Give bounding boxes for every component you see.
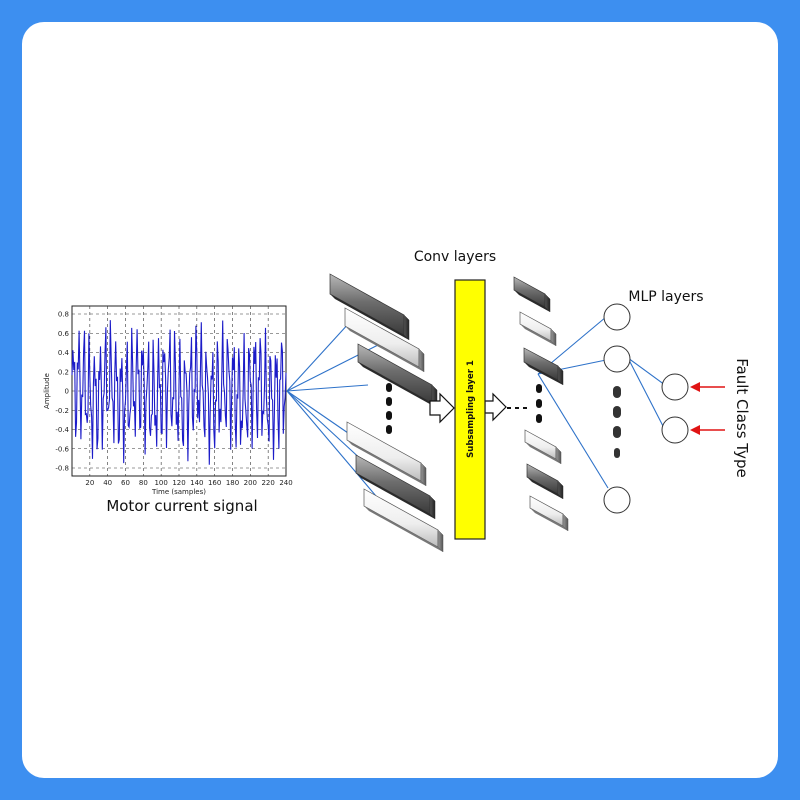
output-neuron xyxy=(661,416,689,444)
feature-map-light xyxy=(519,311,557,347)
connector-line xyxy=(286,384,369,392)
signal-caption: Motor current signal xyxy=(106,497,257,515)
red-left-arrow-icon xyxy=(690,382,725,392)
y-tick-label: 0.8 xyxy=(58,311,69,319)
mlp-neuron xyxy=(603,345,631,373)
red-left-arrow-icon xyxy=(690,425,725,435)
subsampling-layer-label: Subsampling layer 1 xyxy=(466,360,476,458)
feature-map-light xyxy=(529,495,569,532)
x-tick-label: 140 xyxy=(190,479,203,487)
y-tick-label: -0.6 xyxy=(55,445,69,453)
feature-map-light xyxy=(363,488,444,553)
feature-map-light xyxy=(524,429,562,465)
y-tick-label: -0.4 xyxy=(55,426,69,434)
y-tick-label: 0 xyxy=(65,388,69,396)
y-axis-label: Amplitude xyxy=(43,373,51,409)
mlp-layers-label: MLP layers xyxy=(628,289,703,305)
vertical-ellipsis-icon xyxy=(386,383,392,434)
feature-map-dark xyxy=(329,273,410,341)
x-tick-label: 160 xyxy=(208,479,221,487)
connector-line xyxy=(627,357,665,429)
output-neuron xyxy=(661,373,689,401)
x-tick-label: 120 xyxy=(172,479,185,487)
feature-map-light xyxy=(344,307,425,373)
mlp-neuron xyxy=(603,486,631,514)
hollow-right-arrow-icon xyxy=(484,392,507,422)
subsampling-layer: Subsampling layer 1 xyxy=(454,279,486,540)
connector-line xyxy=(286,321,351,392)
signal-plot: 0.8 0.6 0.4 0.2 0 -0.2 -0.4 -0.6 -0.8 20 40 60 80 10… xyxy=(43,305,293,515)
y-tick-labels: 0.8 0.6 0.4 0.2 0 -0.2 -0.4 -0.6 -0.8 xyxy=(55,311,69,473)
feature-map-dark xyxy=(355,454,436,520)
mlp-neurons xyxy=(603,303,689,514)
x-tick-label: 20 xyxy=(85,479,94,487)
x-axis-label: Time (samples) xyxy=(151,488,206,496)
y-tick-label: -0.2 xyxy=(55,407,69,415)
conv-feature-maps xyxy=(329,273,444,553)
feature-map-dark xyxy=(523,347,564,386)
x-tick-label: 200 xyxy=(244,479,257,487)
vertical-ellipsis-icon xyxy=(613,386,621,458)
vertical-ellipsis-icon xyxy=(536,384,542,423)
feature-map-dark xyxy=(526,463,564,500)
second-feature-maps xyxy=(513,276,569,532)
hollow-right-arrow-icon xyxy=(429,392,455,424)
connector-line xyxy=(537,373,609,489)
fault-class-type-label: Fault Class Type xyxy=(733,358,751,477)
x-tick-labels: 20 40 60 80 100 120 140 160 180 200 220 240 xyxy=(85,479,292,487)
x-tick-label: 180 xyxy=(226,479,239,487)
y-tick-label: 0.2 xyxy=(58,368,69,376)
y-tick-label: 0.6 xyxy=(58,330,70,338)
conv-layers-label: Conv layers xyxy=(414,249,496,265)
x-tick-label: 240 xyxy=(279,479,292,487)
connector-line xyxy=(627,357,666,386)
y-tick-label: 0.4 xyxy=(58,349,70,357)
x-tick-label: 100 xyxy=(154,479,167,487)
signal-waveform xyxy=(71,320,287,465)
feature-map-light xyxy=(346,421,427,487)
y-tick-label: -0.8 xyxy=(55,465,69,473)
x-tick-label: 80 xyxy=(139,479,148,487)
x-tick-label: 60 xyxy=(121,479,130,487)
feature-map-dark xyxy=(513,276,551,313)
x-tick-label: 220 xyxy=(261,479,274,487)
x-tick-label: 40 xyxy=(103,479,112,487)
mlp-neuron xyxy=(603,303,631,331)
